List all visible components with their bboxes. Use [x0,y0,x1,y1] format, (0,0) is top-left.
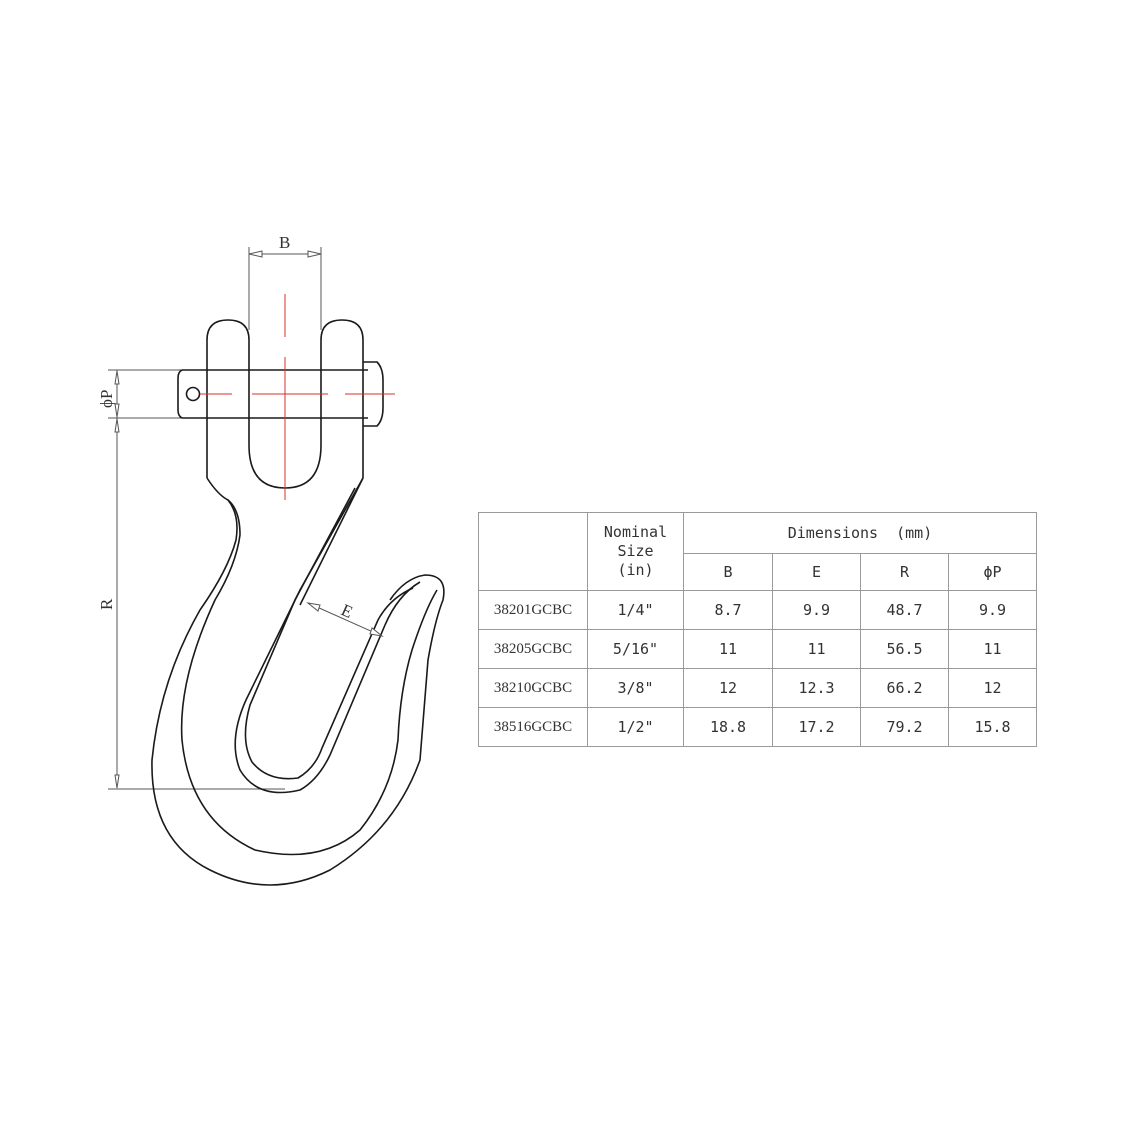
dimension-e [306,602,384,637]
table-corner-cell [478,512,588,591]
header-nominal-line2: Size [617,542,654,560]
hook-body [151,477,445,886]
dimension-p-r [108,369,285,790]
cell-p: 12 [948,668,1037,708]
cell-size: 5/16" [587,629,684,669]
label-p: ϕP [97,390,116,408]
cell-model: 38516GCBC [478,707,588,747]
cell-p: 11 [948,629,1037,669]
cell-model: 38210GCBC [478,668,588,708]
cell-b: 11 [683,629,773,669]
dimension-b [248,247,322,330]
cell-model: 38201GCBC [478,590,588,630]
centerlines [200,294,395,500]
cell-b: 18.8 [683,707,773,747]
cell-size: 3/8" [587,668,684,708]
cell-size: 1/2" [587,707,684,747]
cell-e: 9.9 [772,590,861,630]
table-row: 38201GCBC 1/4" 8.7 9.9 48.7 9.9 [478,590,1037,630]
dimension-table: Nominal Size (in) Dimensions (mm) B E R … [478,512,1037,747]
label-r: R [97,598,116,610]
cell-model: 38205GCBC [478,629,588,669]
header-nominal-line3: (in) [617,561,654,579]
header-col-p: ϕP [948,553,1037,591]
header-col-b: B [683,553,773,591]
cell-p: 15.8 [948,707,1037,747]
cell-e: 11 [772,629,861,669]
cell-b: 8.7 [683,590,773,630]
cell-r: 79.2 [860,707,949,747]
table-row: 38210GCBC 3/8" 12 12.3 66.2 12 [478,668,1037,708]
table-row: 38516GCBC 1/2" 18.8 17.2 79.2 15.8 [478,707,1037,747]
header-nominal-size: Nominal Size (in) [587,512,684,591]
cell-r: 48.7 [860,590,949,630]
cell-e: 12.3 [772,668,861,708]
cell-r: 56.5 [860,629,949,669]
cell-size: 1/4" [587,590,684,630]
cell-r: 66.2 [860,668,949,708]
cell-b: 12 [683,668,773,708]
cell-e: 17.2 [772,707,861,747]
label-b: B [279,233,290,252]
cell-p: 9.9 [948,590,1037,630]
label-e: E [338,600,355,622]
clevis [177,319,384,489]
table-row: 38205GCBC 5/16" 11 11 56.5 11 [478,629,1037,669]
header-dimensions: Dimensions (mm) [683,512,1037,554]
header-col-r: R [860,553,949,591]
header-col-e: E [772,553,861,591]
header-nominal-line1: Nominal [603,523,668,541]
